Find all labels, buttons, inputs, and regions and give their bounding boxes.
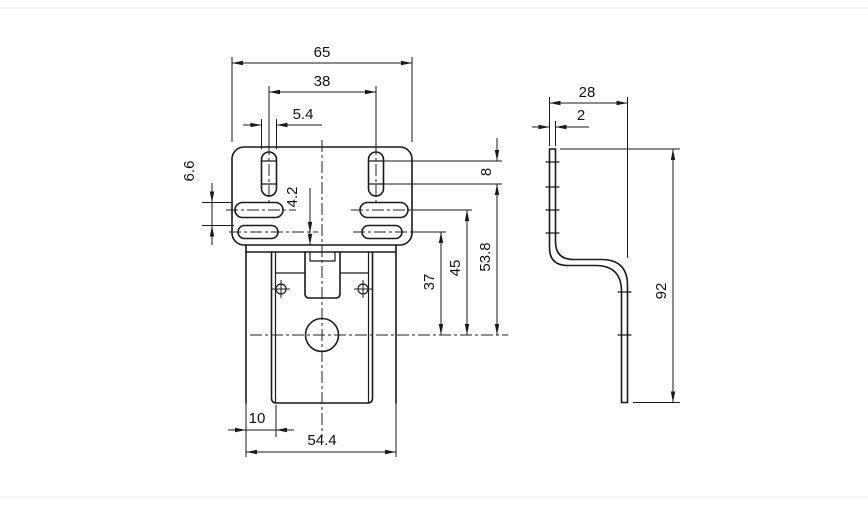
dim-slot-straight-length: 8 bbox=[478, 168, 495, 176]
dim-height-outer: 53.8 bbox=[477, 242, 494, 271]
side-view: 28 2 92 bbox=[532, 84, 680, 404]
dim-body-width: 54.4 bbox=[307, 432, 336, 449]
dim-side-slot-gap: 6.6 bbox=[181, 161, 198, 182]
dim-slot-width: 5.4 bbox=[293, 106, 314, 123]
profile-inner-face bbox=[554, 148, 629, 404]
dim-flange-depth: 10 bbox=[249, 410, 266, 427]
dim-height-inner: 37 bbox=[421, 274, 438, 291]
dim-slot-offset: 4.2 bbox=[284, 187, 301, 208]
dim-depth: 28 bbox=[579, 84, 596, 101]
dim-slot-spacing: 38 bbox=[314, 73, 331, 90]
dim-overall-width: 65 bbox=[314, 44, 331, 61]
dim-overall-height: 92 bbox=[653, 283, 670, 300]
front-view: 65 38 5.4 6.6 4.2 8 53.8 bbox=[181, 44, 508, 457]
dim-thickness: 2 bbox=[577, 107, 585, 124]
profile-outer-face bbox=[548, 148, 623, 404]
dim-height-mid: 45 bbox=[447, 260, 464, 277]
